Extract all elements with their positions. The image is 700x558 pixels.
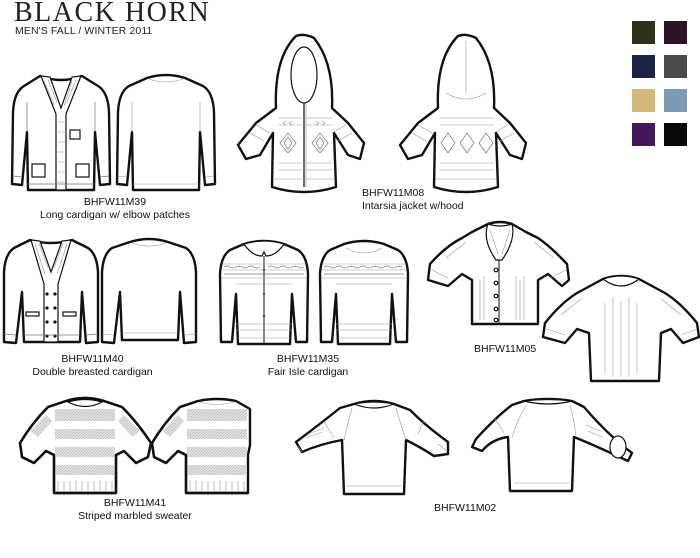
style-code: BHFW11M39 xyxy=(83,196,147,208)
intarsia-hooded-jacket-back-sketch xyxy=(398,33,528,194)
shawl-cardigan-front-sketch xyxy=(426,220,571,326)
intarsia-hooded-jacket-front-sketch xyxy=(236,33,366,194)
swatch-navy xyxy=(632,55,655,78)
style-code: BHFW11M40 xyxy=(61,353,124,365)
style-description: Intarsia jacket w/hood xyxy=(362,199,464,212)
swatch-dark-plum xyxy=(664,21,687,44)
swatch-purple xyxy=(632,123,655,146)
brand-logo: BLACK HORN xyxy=(14,0,211,28)
style-caption-m05: BHFW11M05 xyxy=(474,343,536,356)
double-breasted-cardigan-back-sketch xyxy=(100,237,198,345)
style-caption-m02: BHFW11M02 xyxy=(434,502,496,515)
shawl-cardigan-back-sketch xyxy=(541,274,700,383)
swatch-charcoal xyxy=(664,55,687,78)
fair-isle-cardigan-back-sketch xyxy=(318,239,410,346)
style-code: BHFW11M41 xyxy=(103,497,167,509)
striped-marbled-sweater-front-sketch xyxy=(18,396,153,495)
swatch-black xyxy=(664,123,687,146)
style-description: Double breasted cardigan xyxy=(32,365,153,378)
double-breasted-cardigan-front-sketch xyxy=(2,238,100,345)
long-cardigan-back-sketch xyxy=(115,73,217,192)
style-code: BHFW11M02 xyxy=(434,502,497,514)
style-caption-m39: BHFW11M39 Long cardigan w/ elbow patches xyxy=(20,196,210,221)
season-title: MEN'S FALL / WINTER 2011 xyxy=(15,25,153,37)
color-palette xyxy=(632,21,687,146)
style-code: BHFW11M05 xyxy=(474,343,537,355)
style-caption-m35: BHFW11M35 Fair Isle cardigan xyxy=(233,353,383,378)
style-code: BHFW11M35 xyxy=(276,353,340,365)
style-code: BHFW11M08 xyxy=(362,187,425,199)
swatch-slate-blue xyxy=(664,89,687,112)
style-description: Striped marbled sweater xyxy=(78,509,192,522)
striped-marbled-sweater-back-sketch xyxy=(150,397,252,495)
style-caption-m40: BHFW11M40 Double breasted cardigan xyxy=(0,353,185,378)
long-cardigan-front-sketch xyxy=(10,74,112,192)
style-description: Fair Isle cardigan xyxy=(267,365,349,378)
swatch-camel xyxy=(632,89,655,112)
style-caption-m41: BHFW11M41 Striped marbled sweater xyxy=(60,497,210,522)
style-caption-m08: BHFW11M08 Intarsia jacket w/hood xyxy=(362,187,464,212)
raglan-sweater-back-sketch xyxy=(470,397,634,493)
fair-isle-cardigan-front-sketch xyxy=(218,239,310,346)
style-description: Long cardigan w/ elbow patches xyxy=(39,208,190,221)
swatch-dark-olive xyxy=(632,21,655,44)
raglan-sweater-front-sketch xyxy=(294,399,450,496)
